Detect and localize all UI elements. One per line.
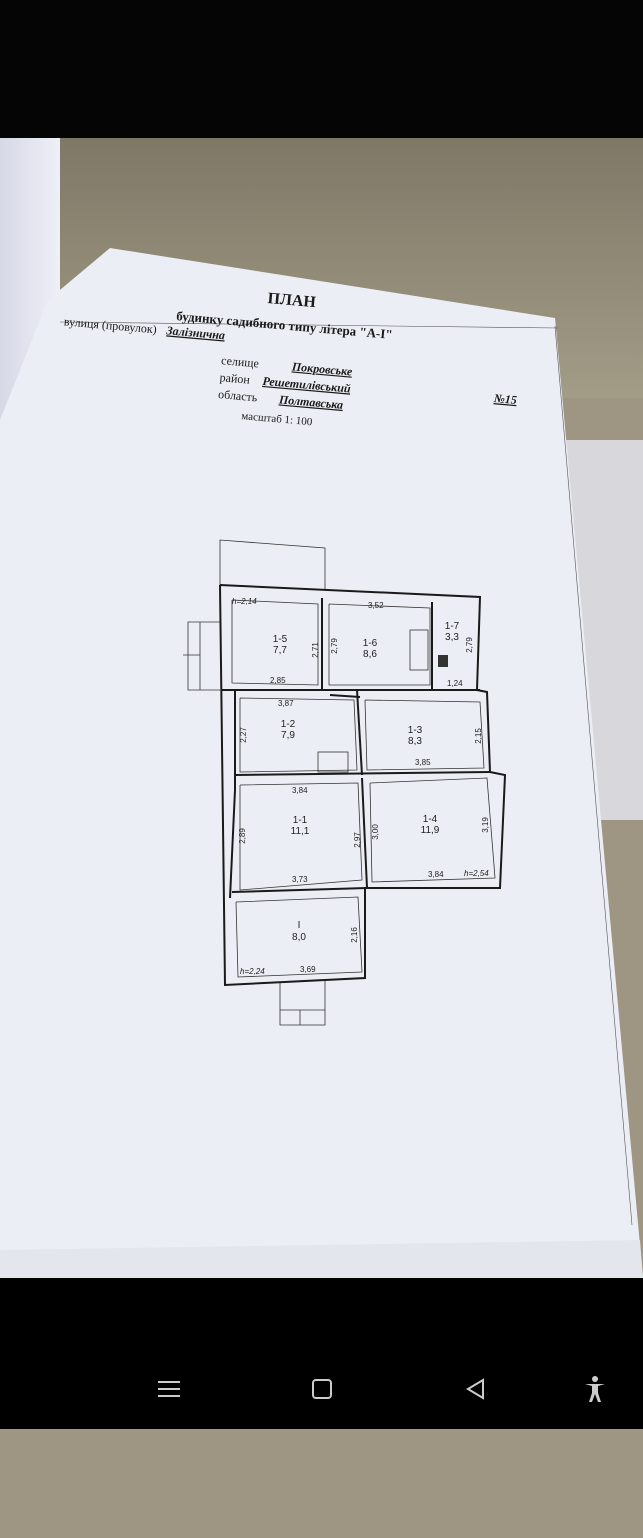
- svg-text:3,00: 3,00: [371, 824, 380, 840]
- svg-text:3,84: 3,84: [428, 870, 444, 879]
- room-id: 1-7: [445, 621, 460, 632]
- region-value: Полтавська: [277, 392, 343, 412]
- room-area: 7,7: [273, 645, 287, 656]
- room-labels: 1-5 7,7 1-6 8,6 1-7 3,3 1-2 7,9 1-3 8,3 …: [273, 621, 460, 943]
- svg-text:3,87: 3,87: [278, 699, 294, 708]
- svg-text:h=2,54: h=2,54: [464, 869, 489, 878]
- room-area: 8,0: [292, 932, 306, 943]
- svg-text:2,15: 2,15: [474, 728, 483, 744]
- room-area: 7,9: [281, 730, 295, 741]
- room-area: 8,6: [363, 649, 377, 660]
- document-number: №15: [492, 391, 517, 407]
- svg-text:3,19: 3,19: [481, 817, 490, 833]
- room-area: 3,3: [445, 632, 459, 643]
- district-label: район: [219, 370, 251, 387]
- dimension-labels: h=2,14 3,52 2,71 2,79 2,79 2,85 1,24 3,8…: [232, 597, 490, 976]
- room-area: 11,9: [421, 825, 440, 836]
- paper-background: [0, 248, 643, 1278]
- svg-text:1,24: 1,24: [447, 679, 463, 688]
- svg-text:3,84: 3,84: [292, 786, 308, 795]
- svg-text:h=2,14: h=2,14: [232, 597, 257, 606]
- svg-text:2,27: 2,27: [239, 727, 248, 743]
- village-label: селище: [221, 353, 260, 370]
- floor-plan: [183, 539, 507, 1026]
- room-id: 1-3: [408, 725, 423, 736]
- svg-text:2,97: 2,97: [353, 832, 362, 848]
- svg-text:2,89: 2,89: [238, 828, 247, 844]
- back-icon[interactable]: [461, 1372, 491, 1406]
- svg-text:3,69: 3,69: [300, 965, 316, 974]
- svg-text:2,85: 2,85: [270, 676, 286, 685]
- svg-text:2,16: 2,16: [350, 927, 359, 943]
- navigation-bar: [0, 1278, 643, 1429]
- svg-text:3,85: 3,85: [415, 758, 431, 767]
- region-label: область: [218, 387, 259, 404]
- svg-text:3,73: 3,73: [292, 875, 308, 884]
- home-icon[interactable]: [307, 1372, 337, 1406]
- svg-text:3,52: 3,52: [368, 601, 384, 610]
- room-id: I: [298, 920, 301, 931]
- top-dark-area: [0, 0, 643, 138]
- paper-bottom: [0, 1240, 643, 1278]
- accessibility-icon[interactable]: [580, 1372, 610, 1406]
- village-value: Покровське: [290, 359, 353, 378]
- room-id: 1-5: [273, 634, 288, 645]
- svg-text:h=2,24: h=2,24: [240, 967, 265, 976]
- svg-text:2,79: 2,79: [465, 637, 474, 653]
- svg-text:2,71: 2,71: [311, 642, 320, 658]
- room-id: 1-2: [281, 719, 296, 730]
- document-sheet: ПЛАН будинку садибного типу літера "А-І"…: [0, 248, 643, 1278]
- plan-title: ПЛАН: [267, 290, 317, 311]
- room-area: 11,1: [291, 826, 310, 837]
- svg-text:2,79: 2,79: [330, 638, 339, 654]
- room-area: 8,3: [408, 736, 422, 747]
- room-id: 1-1: [293, 815, 308, 826]
- room-id: 1-4: [423, 814, 438, 825]
- street-value: Залізнична: [165, 323, 226, 342]
- room-id: 1-6: [363, 638, 378, 649]
- menu-icon[interactable]: [154, 1372, 184, 1406]
